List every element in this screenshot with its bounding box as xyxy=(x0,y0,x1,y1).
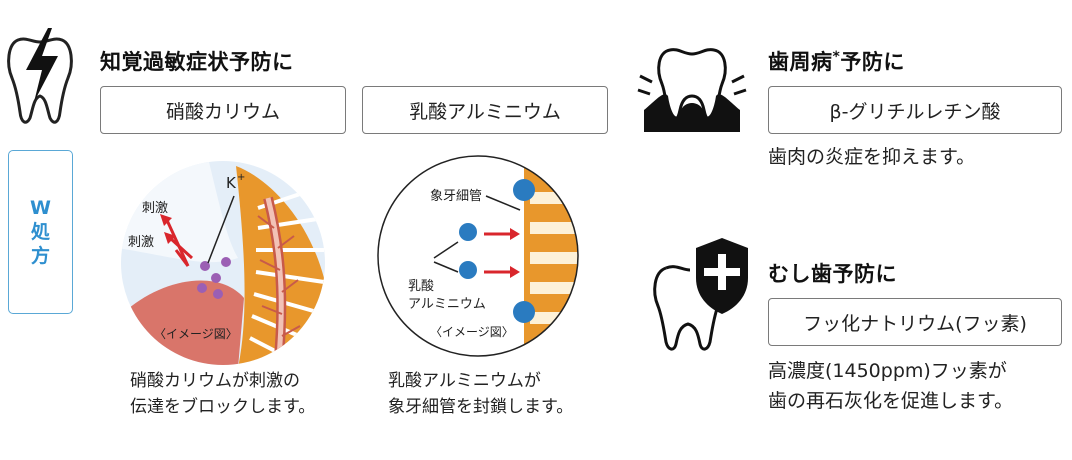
periodontal-title-mark: * xyxy=(832,49,841,65)
tubule-diagram: 象牙細管 乳酸 アルミニウム 〈イメージ図〉 xyxy=(374,152,582,360)
ion-charge: + xyxy=(237,172,245,183)
image-note: 〈イメージ図〉 xyxy=(154,327,238,341)
w-formula-badge: W 処 方 xyxy=(8,150,73,314)
agent-label-2: アルミニウム xyxy=(408,297,486,312)
ingredient-box-potassium-nitrate: 硝酸カリウム xyxy=(100,86,346,134)
stimulus-label-2: 刺激 xyxy=(128,235,154,250)
tubule-label: 象牙細管 xyxy=(430,189,482,204)
badge-char-w: W xyxy=(30,197,51,219)
caption-aluminum-lactate: 乳酸アルミニウムが 象牙細管を封鎖します。 xyxy=(388,371,574,417)
badge-char-1: 処 xyxy=(30,221,50,243)
lightning-tooth-icon xyxy=(4,26,76,130)
gum-tooth-icon xyxy=(636,40,748,132)
ingredient-label: 硝酸カリウム xyxy=(165,100,280,123)
ion-label: K xyxy=(226,174,237,192)
periodontal-desc: 歯肉の炎症を抑えます。 xyxy=(768,146,976,168)
ingredient-box-aluminum-lactate: 乳酸アルミニウム xyxy=(362,86,608,134)
image-note: 〈イメージ図〉 xyxy=(430,325,514,339)
shield-tooth-icon xyxy=(648,234,752,354)
ingredient-box-glycyrrhetinic: β-グリチルレチン酸 xyxy=(768,86,1062,134)
stimulus-label-1: 刺激 xyxy=(142,201,168,216)
agent-label-1: 乳酸 xyxy=(408,279,434,294)
ingredient-label: β-グリチルレチン酸 xyxy=(829,100,1001,123)
sensitivity-title: 知覚過敏症状予防に xyxy=(100,50,294,74)
ingredient-label: フッ化ナトリウム(フッ素) xyxy=(803,312,1027,335)
caption-potassium-nitrate: 硝酸カリウムが刺激の 伝達をブロックします。 xyxy=(130,371,316,417)
badge-char-2: 方 xyxy=(30,245,50,267)
caries-desc: 高濃度(1450ppm)フッ素が 歯の再石灰化を促進します。 xyxy=(768,360,1014,412)
ingredient-box-sodium-fluoride: フッ化ナトリウム(フッ素) xyxy=(768,298,1062,346)
periodontal-title-main: 歯周病 xyxy=(768,50,833,74)
periodontal-title: 歯周病*予防に xyxy=(768,46,905,76)
nerve-diagram: 刺激 刺激 K + 〈イメージ図〉 xyxy=(118,158,328,368)
ingredient-label: 乳酸アルミニウム xyxy=(409,100,561,123)
periodontal-title-suffix: 予防に xyxy=(840,50,905,74)
caries-title: むし歯予防に xyxy=(768,262,897,286)
